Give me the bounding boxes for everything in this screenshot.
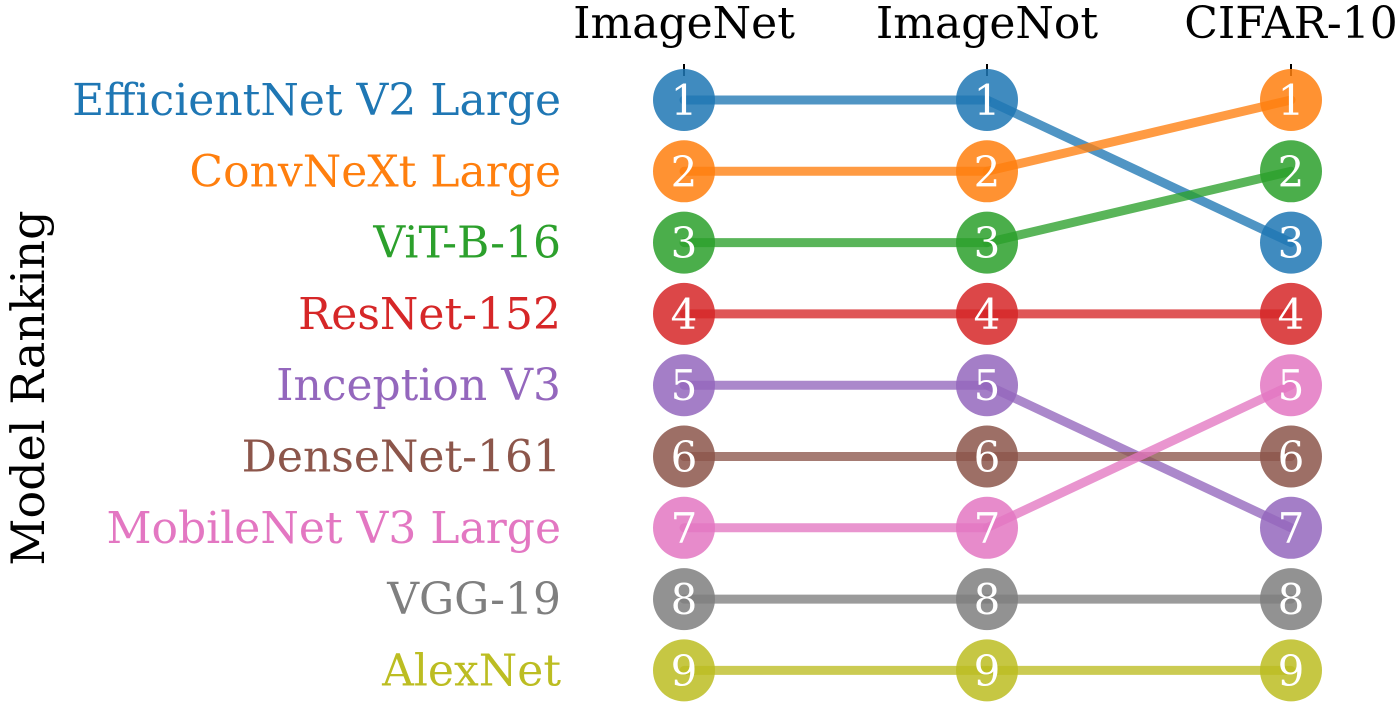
rank-number-mobilenet-v3-large-imagenot: 7	[974, 504, 1001, 553]
rank-marker-alexnet-cifar-10	[1260, 639, 1322, 702]
column-labels: ImageNet ImageNot CIFAR-10	[573, 0, 1398, 49]
rank-number-convnext-large-imagenet: 2	[671, 147, 698, 196]
rank-marker-alexnet-imagenot	[956, 639, 1018, 702]
rank-marker-convnext-large-cifar-10	[1260, 69, 1322, 131]
rank-marker-densenet-161-imagenot	[956, 425, 1018, 488]
rank-markers: 1 1 3 2 2 1 3 3 2 4 4 4 5 5 7 6 6 6 7 7 5 8 8 8 9 9 9	[653, 69, 1322, 702]
rank-number-vit-b-16-imagenet: 3	[671, 219, 698, 268]
model-label-vgg-19: VGG-19	[386, 574, 561, 625]
rank-number-densenet-161-imagenot: 6	[974, 433, 1001, 482]
rank-marker-efficientnet-v2-large-cifar-10	[1260, 211, 1322, 274]
rank-number-alexnet-cifar-10: 9	[1278, 646, 1305, 695]
rank-marker-vgg-19-imagenet	[653, 568, 715, 631]
rank-marker-resnet-152-imagenot	[956, 282, 1018, 345]
rank-marker-convnext-large-imagenet	[653, 140, 715, 203]
rank-number-densenet-161-cifar-10: 6	[1278, 433, 1305, 482]
rank-number-resnet-152-cifar-10: 4	[1278, 290, 1305, 339]
rank-marker-densenet-161-imagenet	[653, 425, 715, 488]
rank-number-efficientnet-v2-large-imagenet: 1	[671, 76, 698, 125]
y-axis-label: Model Ranking	[1, 210, 55, 565]
rank-link-mobilenet-v3-large-2	[982, 380, 1296, 533]
rank-marker-vit-b-16-cifar-10	[1260, 140, 1322, 203]
rank-marker-resnet-152-cifar-10	[1260, 282, 1322, 345]
rank-marker-resnet-152-imagenet	[653, 282, 715, 345]
column-label-imagenot: ImageNot	[876, 0, 1099, 49]
rank-number-efficientnet-v2-large-cifar-10: 3	[1278, 219, 1305, 268]
rank-number-convnext-large-imagenot: 2	[974, 147, 1001, 196]
model-label-efficientnet-v2-large: EfficientNet V2 Large	[72, 75, 561, 126]
rank-number-vit-b-16-cifar-10: 2	[1278, 147, 1305, 196]
rank-number-densenet-161-imagenet: 6	[671, 433, 698, 482]
rank-links	[679, 95, 1296, 675]
rank-number-resnet-152-imagenet: 4	[671, 290, 698, 339]
rank-marker-vgg-19-imagenot	[956, 568, 1018, 631]
model-label-densenet-161: DenseNet-161	[242, 432, 561, 483]
rank-number-mobilenet-v3-large-imagenet: 7	[671, 504, 698, 553]
rank-link-convnext-large-2	[982, 95, 1296, 176]
rank-marker-inception-v3-cifar-10	[1260, 496, 1322, 559]
rank-marker-convnext-large-imagenot	[956, 140, 1018, 203]
rank-marker-alexnet-imagenet	[653, 639, 715, 702]
column-label-imagenet: ImageNet	[573, 0, 795, 49]
rank-link-vit-b-16-2	[982, 166, 1296, 248]
rank-number-efficientnet-v2-large-imagenot: 1	[974, 76, 1001, 125]
rank-number-vit-b-16-imagenot: 3	[974, 219, 1001, 268]
model-label-inception-v3: Inception V3	[276, 360, 561, 411]
rank-marker-efficientnet-v2-large-imagenot	[956, 69, 1018, 131]
rank-number-alexnet-imagenet: 9	[671, 646, 698, 695]
rank-number-alexnet-imagenot: 9	[974, 646, 1001, 695]
rank-number-vgg-19-imagenot: 8	[974, 575, 1001, 624]
column-label-cifar-10: CIFAR-10	[1184, 0, 1398, 49]
model-label-alexnet: AlexNet	[381, 645, 561, 696]
rank-marker-vit-b-16-imagenet	[653, 211, 715, 274]
rank-number-convnext-large-cifar-10: 1	[1278, 76, 1305, 125]
model-label-vit-b-16: ViT-B-16	[372, 218, 561, 269]
rank-number-inception-v3-imagenot: 5	[974, 361, 1001, 410]
rank-number-resnet-152-imagenot: 4	[974, 290, 1001, 339]
model-label-mobilenet-v3-large: MobileNet V3 Large	[106, 503, 561, 554]
rank-link-efficientnet-v2-large-2	[982, 95, 1296, 248]
rank-number-inception-v3-cifar-10: 7	[1278, 504, 1305, 553]
model-label-resnet-152: ResNet-152	[298, 289, 561, 340]
rank-marker-densenet-161-cifar-10	[1260, 425, 1322, 488]
rank-marker-inception-v3-imagenot	[956, 354, 1018, 417]
rank-number-vgg-19-imagenet: 8	[671, 575, 698, 624]
rank-marker-vgg-19-cifar-10	[1260, 568, 1322, 631]
rank-marker-efficientnet-v2-large-imagenet	[653, 69, 715, 131]
rank-number-mobilenet-v3-large-cifar-10: 5	[1278, 361, 1305, 410]
rank-marker-mobilenet-v3-large-imagenet	[653, 496, 715, 559]
rank-number-inception-v3-imagenet: 5	[671, 361, 698, 410]
rank-marker-vit-b-16-imagenot	[956, 211, 1018, 274]
rank-marker-mobilenet-v3-large-cifar-10	[1260, 354, 1322, 417]
model-label-convnext-large: ConvNeXt Large	[189, 146, 561, 197]
rank-marker-inception-v3-imagenet	[653, 354, 715, 417]
rank-marker-mobilenet-v3-large-imagenot	[956, 496, 1018, 559]
rank-number-vgg-19-cifar-10: 8	[1278, 575, 1305, 624]
